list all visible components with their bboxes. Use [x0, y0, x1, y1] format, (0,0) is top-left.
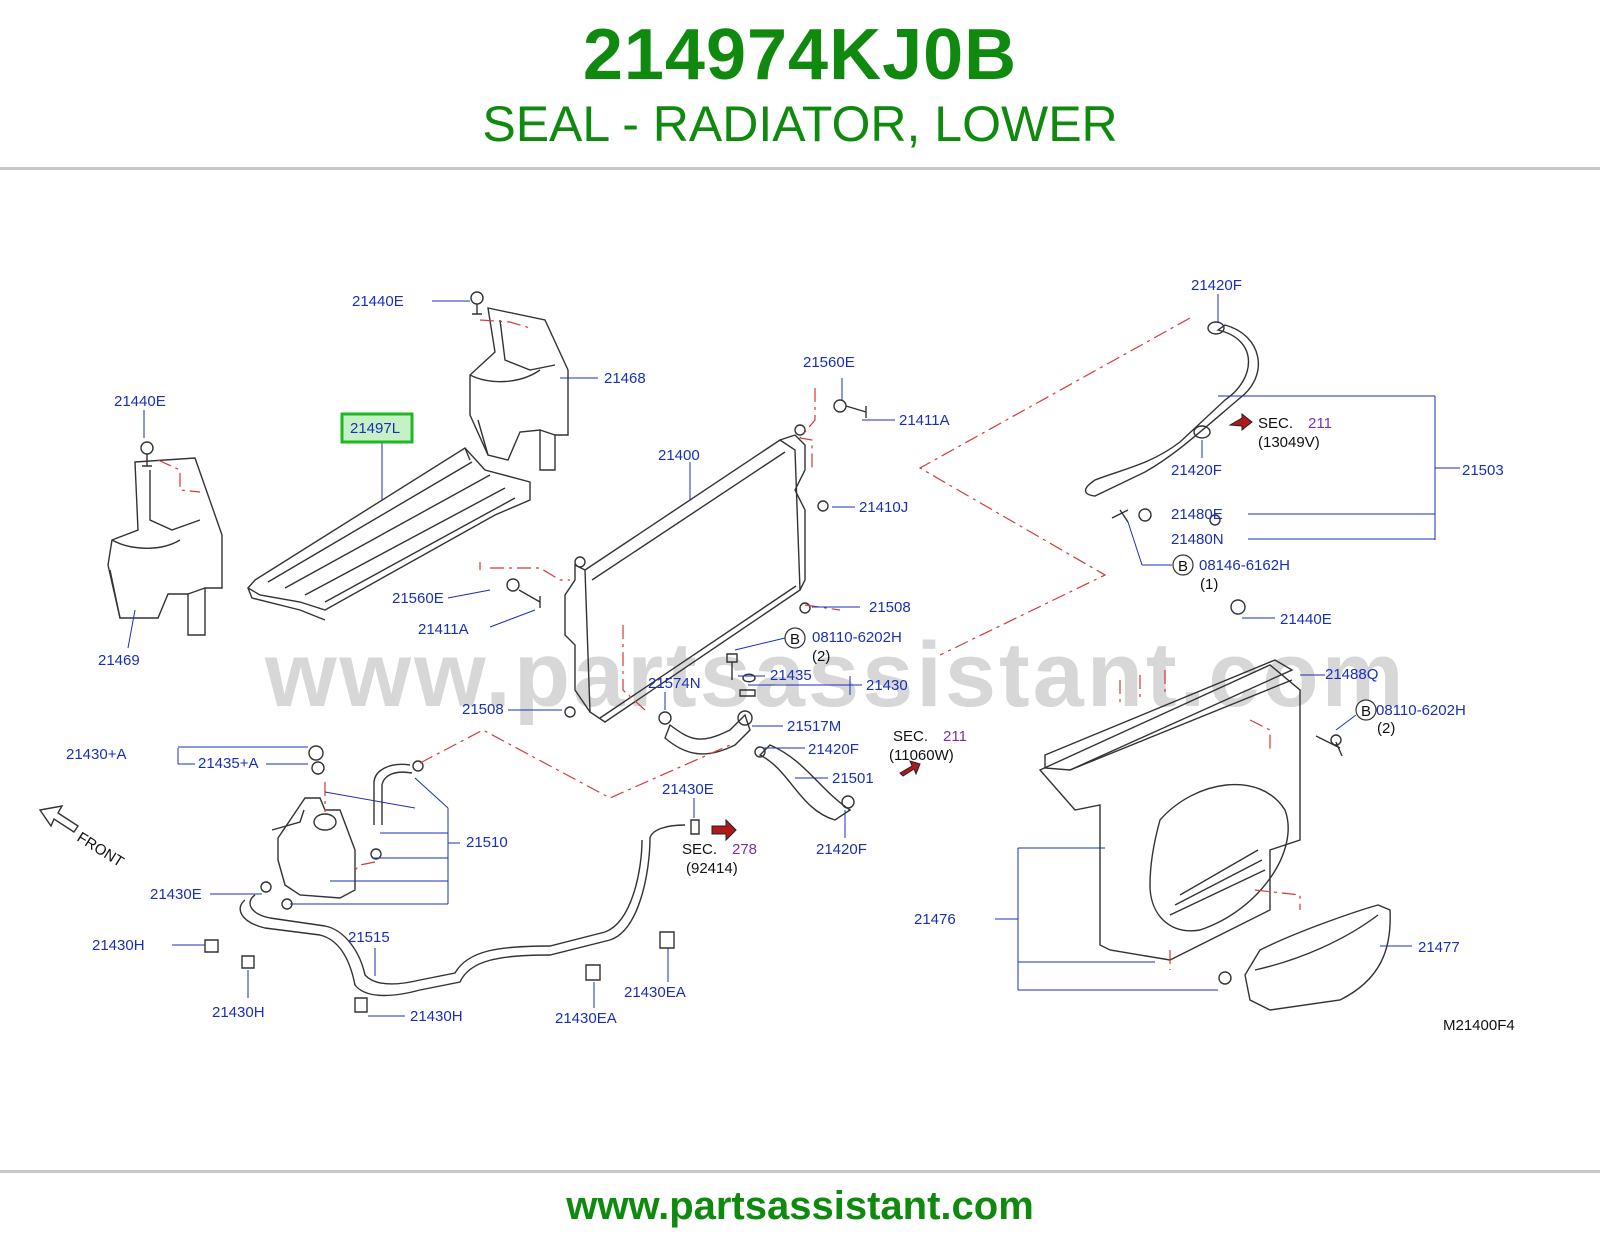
callout-21468[interactable]: 21468: [604, 370, 646, 387]
part-21400-radiator: [564, 424, 806, 723]
callout-21430H[interactable]: 21430H: [212, 1004, 265, 1021]
header-divider: [0, 167, 1600, 170]
sec-label: SEC.: [682, 841, 717, 858]
page-header: 214974KJ0B SEAL - RADIATOR, LOWER: [0, 0, 1600, 168]
part-21497L-lower-seal: [246, 447, 531, 621]
callout-08110-6202H[interactable]: 08110-6202H: [1376, 702, 1466, 719]
b-marker-label: B: [1178, 558, 1188, 575]
leader-lines: [127, 294, 1460, 1017]
diagram-code: M21400F4: [1443, 1017, 1515, 1034]
radiator-fittings: [506, 399, 1221, 718]
pipe-clips: [204, 819, 700, 1013]
callout-21508[interactable]: 21508: [462, 701, 504, 718]
callout-21517M[interactable]: 21517M: [787, 718, 841, 735]
callout-21411A[interactable]: 21411A: [418, 621, 469, 638]
part-21477-lower-shroud: [1244, 904, 1391, 1011]
part-name-subtitle: SEAL - RADIATOR, LOWER: [482, 96, 1118, 152]
callout-21560E[interactable]: 21560E: [803, 354, 855, 371]
callout-21440E[interactable]: 21440E: [1280, 611, 1332, 628]
part-21440E-clip-left: [140, 441, 154, 467]
callout-qty: (2): [1377, 720, 1395, 737]
callout-08146-6162H[interactable]: 08146-6162H: [1199, 557, 1290, 574]
callout-21477[interactable]: 21477: [1418, 939, 1460, 956]
part-21501-lower-hose: [658, 710, 855, 821]
callout-08110-6202H[interactable]: 08110-6202H: [812, 629, 902, 646]
part-number-title: 214974KJ0B: [582, 15, 1018, 95]
callout-qty: (2): [812, 648, 830, 665]
part-21503-upper-hose: [1084, 321, 1259, 523]
callout-21503[interactable]: 21503: [1462, 462, 1504, 479]
callout-21480N[interactable]: 21480N: [1171, 531, 1224, 548]
callout-21400[interactable]: 21400: [658, 447, 700, 464]
part-21515-overflow-pipe: [239, 824, 686, 997]
watermark-text: www.partsassistant.com: [264, 624, 1406, 726]
callout-21410J[interactable]: 21410J: [859, 499, 908, 516]
callout-21420F[interactable]: 21420F: [1191, 277, 1242, 294]
callout-21430E[interactable]: 21430E: [150, 886, 202, 903]
reservoir-tank: [271, 745, 356, 899]
callout-21430+A[interactable]: 21430+A: [66, 746, 126, 763]
callout-21501[interactable]: 21501: [832, 770, 874, 787]
callout-21411A[interactable]: 21411A: [899, 412, 950, 429]
callout-21488Q[interactable]: 21488Q: [1325, 666, 1378, 683]
b-markers: [784, 554, 1377, 721]
callout-21480E[interactable]: 21480E: [1171, 506, 1223, 523]
part-21469-air-guide: [107, 457, 223, 636]
callout-21430EA[interactable]: 21430EA: [555, 1010, 617, 1027]
callout-21515[interactable]: 21515: [348, 929, 390, 946]
bolts: [726, 653, 1343, 757]
callout-21476[interactable]: 21476: [914, 911, 956, 928]
callout-21420F[interactable]: 21420F: [816, 841, 867, 858]
sec-number[interactable]: 278: [732, 841, 757, 858]
callout-21435+A[interactable]: 21435+A: [198, 755, 258, 772]
callout-21430EA[interactable]: 21430EA: [624, 984, 686, 1001]
callout-21420F[interactable]: 21420F: [808, 741, 859, 758]
parts-diagram: www.partsassistant.com: [0, 170, 1600, 1170]
footer-divider: [0, 1170, 1600, 1173]
part-21440E-clip-top: [470, 291, 484, 315]
footer-url-link[interactable]: www.partsassistant.com: [566, 1184, 1034, 1228]
sec-code: (92414): [686, 860, 738, 877]
callout-21497L[interactable]: 21497L: [350, 420, 400, 437]
callout-21430H[interactable]: 21430H: [92, 937, 145, 954]
callout-21430[interactable]: 21430: [866, 677, 908, 694]
callout-21508[interactable]: 21508: [869, 599, 911, 616]
sec-code: (11060W): [889, 747, 954, 764]
b-marker-label: B: [790, 631, 800, 648]
part-21476-fan-shroud: [1038, 664, 1301, 961]
sec-label: SEC.: [1258, 415, 1293, 432]
part-21468-air-guide: [469, 307, 569, 471]
sec-number[interactable]: 211: [943, 728, 967, 745]
callout-21430H[interactable]: 21430H: [410, 1008, 463, 1025]
callout-21469[interactable]: 21469: [98, 652, 140, 669]
part-21510-reservoir-hose: [281, 760, 424, 910]
callout-21510[interactable]: 21510: [466, 834, 508, 851]
front-label: FRONT: [74, 829, 127, 871]
highlight-box-21497L: [340, 412, 414, 444]
callout-21560E[interactable]: 21560E: [392, 590, 444, 607]
callout-21574N[interactable]: 21574N: [648, 675, 701, 692]
b-marker-label: B: [1361, 703, 1371, 720]
callout-21440E[interactable]: 21440E: [352, 293, 404, 310]
sec-number[interactable]: 211: [1308, 415, 1332, 432]
sec-arrows: [711, 412, 1253, 842]
front-arrow-icon: [38, 805, 79, 833]
callout-21435[interactable]: 21435: [770, 667, 812, 684]
callout-21420F[interactable]: 21420F: [1171, 462, 1222, 479]
callout-qty: (1): [1200, 576, 1218, 593]
sec-code: (13049V): [1258, 434, 1320, 451]
callout-21430E[interactable]: 21430E: [662, 781, 714, 798]
callout-21440E[interactable]: 21440E: [114, 393, 166, 410]
sec-label: SEC.: [893, 728, 928, 745]
reference-dash-lines: [157, 317, 1301, 970]
part-21488Q-upper-seal: [1044, 659, 1294, 771]
part-shroud-clip: [1218, 599, 1342, 985]
